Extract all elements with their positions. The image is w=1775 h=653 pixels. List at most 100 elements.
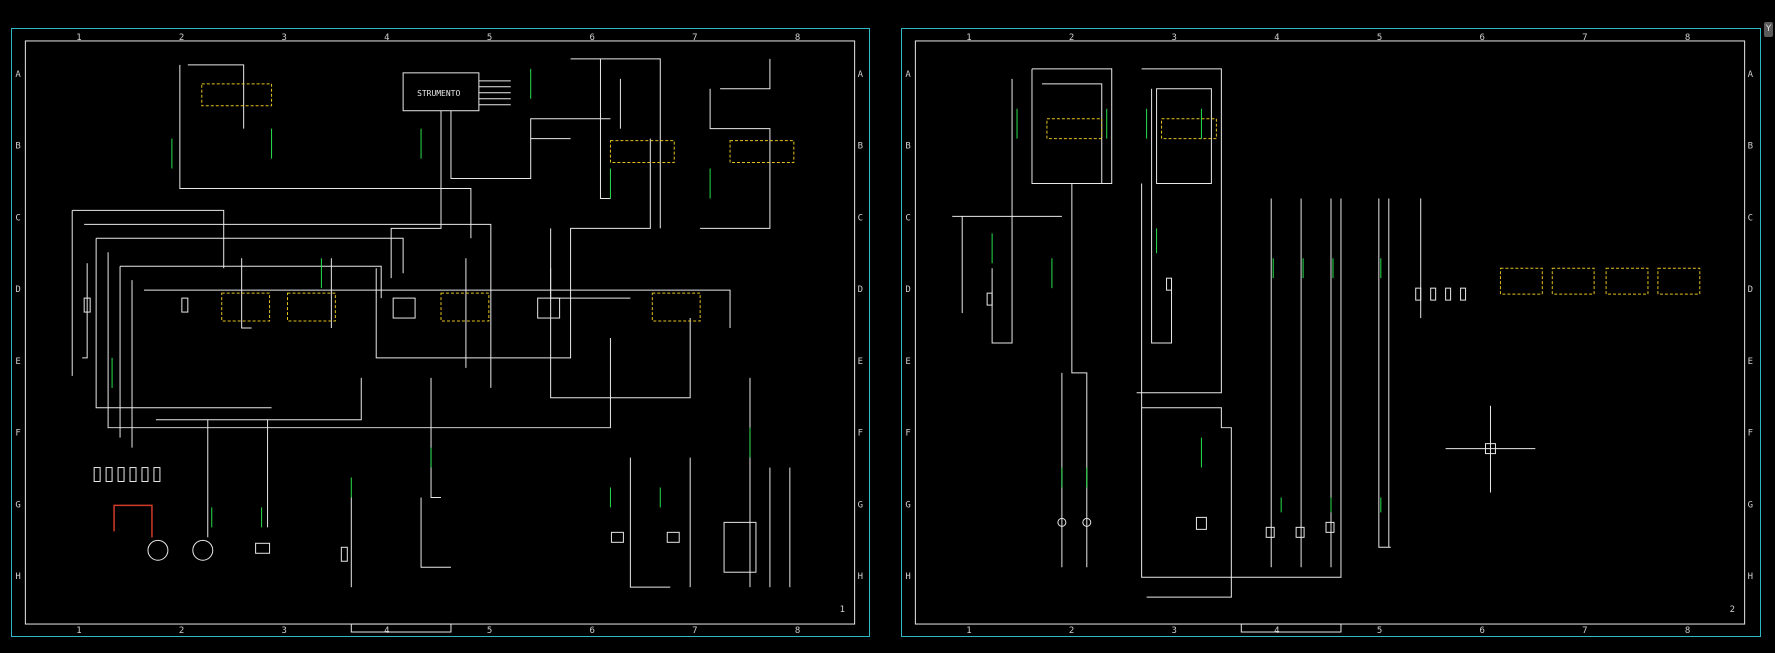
col-label: 6 bbox=[590, 626, 595, 636]
row-label: H bbox=[15, 572, 20, 582]
row-label: G bbox=[905, 500, 910, 510]
column-numbers-bottom: 1 2 3 4 5 6 7 8 bbox=[966, 626, 1690, 636]
col-label: 3 bbox=[1172, 626, 1177, 636]
col-label: 6 bbox=[1480, 626, 1485, 636]
row-label: F bbox=[1748, 429, 1753, 439]
row-label: C bbox=[858, 213, 863, 223]
col-label: 7 bbox=[1582, 33, 1587, 43]
col-label: 4 bbox=[384, 626, 389, 636]
row-label: H bbox=[858, 572, 863, 582]
row-label: B bbox=[905, 142, 910, 152]
row-label: E bbox=[905, 357, 910, 367]
relay-block bbox=[1551, 267, 1595, 295]
row-label: E bbox=[1748, 357, 1753, 367]
column-numbers-top: 1 2 3 4 5 6 7 8 bbox=[76, 33, 800, 43]
row-label: C bbox=[905, 213, 910, 223]
row-letters-left: A B C D E F G H bbox=[905, 70, 911, 582]
fuse-block bbox=[93, 467, 161, 483]
row-label: D bbox=[1748, 285, 1753, 295]
row-label: B bbox=[858, 142, 863, 152]
col-label: 7 bbox=[692, 626, 697, 636]
row-label: G bbox=[858, 500, 863, 510]
col-label: 2 bbox=[1069, 626, 1074, 636]
bottom-components bbox=[82, 263, 757, 573]
col-label: 5 bbox=[487, 33, 492, 43]
title-block bbox=[350, 623, 452, 633]
row-label: B bbox=[1748, 142, 1753, 152]
relay-group bbox=[1046, 118, 1701, 295]
row-label: A bbox=[858, 70, 864, 80]
close-button[interactable]: Y bbox=[1764, 22, 1773, 37]
row-label: F bbox=[15, 429, 20, 439]
row-letters-right: A B C D E F G H bbox=[1748, 70, 1754, 582]
relay-block bbox=[1046, 118, 1103, 140]
col-label: 5 bbox=[1377, 626, 1382, 636]
relay-block bbox=[1499, 267, 1543, 295]
row-label: A bbox=[15, 70, 21, 80]
row-label: G bbox=[15, 500, 20, 510]
row-label: H bbox=[1748, 572, 1753, 582]
instrument-label: STRUMENTO bbox=[417, 89, 460, 98]
schematic-sheet-right: 1 2 3 4 5 6 7 8 1 2 3 4 5 6 7 8 A B C D … bbox=[901, 28, 1761, 637]
row-label: E bbox=[15, 357, 20, 367]
cad-crosshair-cursor bbox=[1445, 405, 1536, 493]
relay-block bbox=[609, 140, 675, 164]
page-number: 2 bbox=[1730, 605, 1735, 615]
relay-coil bbox=[537, 297, 561, 319]
col-label: 8 bbox=[1685, 33, 1690, 43]
col-label: 6 bbox=[590, 33, 595, 43]
row-label: D bbox=[905, 285, 910, 295]
row-label: G bbox=[1748, 500, 1753, 510]
row-label: E bbox=[858, 357, 863, 367]
col-label: 8 bbox=[1685, 626, 1690, 636]
relay-coil bbox=[392, 297, 416, 319]
col-label: 1 bbox=[966, 33, 971, 43]
col-label: 2 bbox=[1069, 33, 1074, 43]
row-label: A bbox=[1748, 70, 1754, 80]
inner-frame bbox=[914, 40, 1746, 625]
col-label: 1 bbox=[76, 33, 81, 43]
col-label: 8 bbox=[795, 33, 800, 43]
col-label: 4 bbox=[1274, 33, 1279, 43]
title-block bbox=[1240, 623, 1342, 633]
row-label: F bbox=[858, 429, 863, 439]
relay-block bbox=[1657, 267, 1701, 295]
wiring-network bbox=[952, 68, 1422, 598]
row-label: F bbox=[905, 429, 910, 439]
schematic-left-svg: 1 2 3 4 5 6 7 8 1 2 3 4 5 6 7 8 A B C D … bbox=[15, 33, 864, 636]
wire-label-marks bbox=[991, 108, 1382, 513]
relay-block bbox=[287, 292, 336, 322]
wire-label-marks bbox=[111, 68, 751, 528]
schematic-sheet-left: 1 2 3 4 5 6 7 8 1 2 3 4 5 6 7 8 A B C D … bbox=[11, 28, 870, 637]
relay-block bbox=[201, 83, 273, 107]
wiring-network bbox=[71, 58, 791, 588]
row-label: D bbox=[15, 285, 20, 295]
col-label: 8 bbox=[795, 626, 800, 636]
relay-block bbox=[440, 292, 490, 322]
relay-block bbox=[651, 292, 701, 322]
col-label: 2 bbox=[179, 33, 184, 43]
instrument-outputs bbox=[478, 80, 511, 106]
col-label: 2 bbox=[179, 626, 184, 636]
relay-group bbox=[201, 83, 795, 322]
battery-wire bbox=[113, 504, 153, 538]
row-label: D bbox=[858, 285, 863, 295]
page-number: 1 bbox=[840, 605, 845, 615]
column-numbers-bottom: 1 2 3 4 5 6 7 8 bbox=[76, 626, 800, 636]
row-label: A bbox=[905, 70, 911, 80]
col-label: 5 bbox=[487, 626, 492, 636]
col-label: 3 bbox=[282, 626, 287, 636]
col-label: 7 bbox=[692, 33, 697, 43]
fuses-right bbox=[986, 277, 1467, 306]
col-label: 1 bbox=[966, 626, 971, 636]
schematic-right-svg: 1 2 3 4 5 6 7 8 1 2 3 4 5 6 7 8 A B C D … bbox=[905, 33, 1754, 636]
col-label: 3 bbox=[1172, 33, 1177, 43]
relay-block bbox=[729, 140, 795, 164]
column-numbers-top: 1 2 3 4 5 6 7 8 bbox=[966, 33, 1690, 43]
col-label: 3 bbox=[282, 33, 287, 43]
col-label: 5 bbox=[1377, 33, 1382, 43]
col-label: 1 bbox=[76, 626, 81, 636]
bottom-components bbox=[1057, 516, 1335, 538]
relay-block bbox=[221, 292, 271, 322]
row-letters-right: A B C D E F G H bbox=[858, 70, 864, 582]
